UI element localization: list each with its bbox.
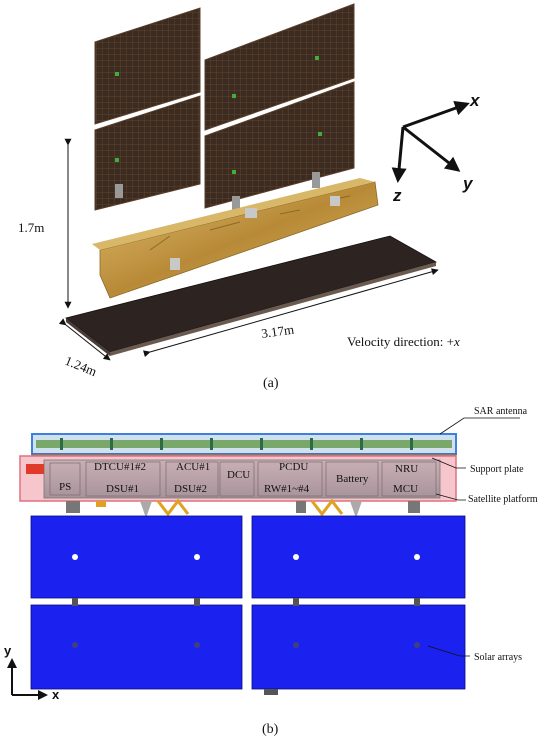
module-pcdu: PCDU xyxy=(279,461,308,473)
solar-arrays xyxy=(30,515,466,695)
module-battery: Battery xyxy=(336,473,369,485)
module-rw: RW#1~#4 xyxy=(264,483,310,495)
caption-b: (b) xyxy=(262,722,279,737)
module-ps: PS xyxy=(59,481,71,493)
coordinate-frame-a xyxy=(391,101,470,183)
axis-y-label-b: y xyxy=(4,643,12,658)
coordinate-frame-b xyxy=(6,658,48,700)
module-mcu: MCU xyxy=(393,483,418,495)
velocity-label: Velocity direction: +x xyxy=(347,334,460,349)
figure-a-satellite-render xyxy=(58,3,439,361)
callout-support-plate: Support plate xyxy=(470,464,524,475)
module-dcu: DCU xyxy=(227,469,250,481)
width-dimension-line xyxy=(58,318,111,361)
module-dsu2: DSU#2 xyxy=(174,483,207,495)
module-nru: NRU xyxy=(395,463,418,475)
callout-leaders xyxy=(427,417,520,657)
sar-antenna xyxy=(31,433,457,455)
axis-x-label-b: x xyxy=(52,687,60,702)
module-dsu1: DSU#1 xyxy=(106,483,139,495)
axis-y-label-a: y xyxy=(462,174,474,193)
solar-wing-panels xyxy=(94,3,355,212)
callout-sar-antenna: SAR antenna xyxy=(474,406,528,417)
length-dimension-line xyxy=(142,268,439,358)
module-dtcu: DTCU#1#2 xyxy=(94,461,146,473)
length-label: 3.17m xyxy=(260,322,295,341)
callout-solar-arrays: Solar arrays xyxy=(474,652,522,663)
callout-satellite-platform: Satellite platform xyxy=(468,494,538,505)
caption-a: (a) xyxy=(263,376,279,391)
axis-x-label-a: x xyxy=(469,91,481,110)
deployment-mechanisms xyxy=(66,498,420,518)
satellite-platform xyxy=(19,455,457,502)
axis-z-label-a: z xyxy=(392,186,402,205)
width-label: 1.24m xyxy=(63,353,99,379)
module-acu: ACU#1 xyxy=(176,461,210,473)
height-label: 1.7m xyxy=(18,220,44,235)
